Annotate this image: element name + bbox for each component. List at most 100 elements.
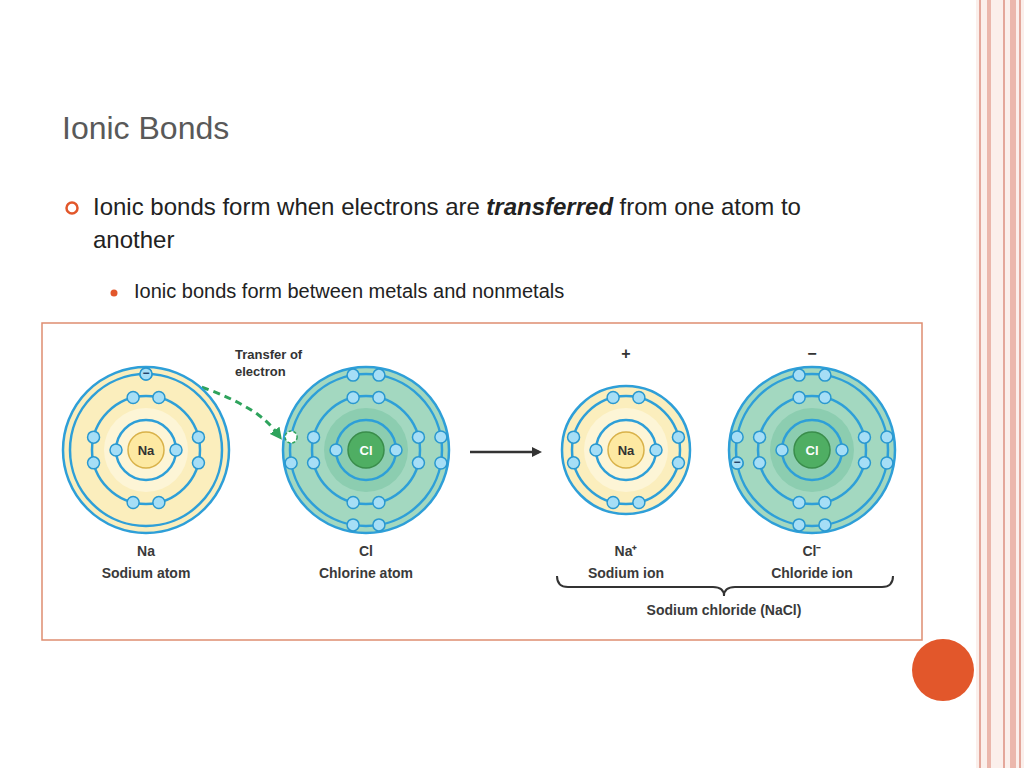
particle-name: Sodium atom: [102, 562, 191, 584]
electron: [347, 369, 359, 381]
electron-shell: [336, 420, 396, 480]
electron: [731, 431, 743, 443]
electron: [308, 431, 320, 443]
particle-name: Sodium ion: [588, 562, 664, 584]
electron: [192, 431, 204, 443]
nucleus-symbol: Na: [138, 444, 155, 457]
nucleus: [348, 432, 384, 468]
electron: [88, 431, 100, 443]
sub-bullet-text: Ionic bonds form between metals and nonm…: [134, 280, 564, 303]
electron: [672, 457, 684, 469]
electron: [308, 457, 320, 469]
electron: [607, 392, 619, 404]
electron: [836, 444, 848, 456]
electron: [373, 369, 385, 381]
electron: [347, 392, 359, 404]
sodium-particle: NaNa⁺Sodium ion: [561, 385, 691, 515]
inner-region: [584, 408, 668, 492]
electron: [170, 444, 182, 456]
electron: [819, 496, 831, 508]
electron-shell: [596, 420, 656, 480]
electron: [373, 392, 385, 404]
electron: [672, 431, 684, 443]
electron-charge: −: [142, 367, 149, 379]
orange-dot: [912, 639, 974, 701]
atom-body: [729, 367, 895, 533]
atom-caption: Na⁺Sodium ion: [588, 540, 664, 584]
atom-caption: NaSodium atom: [102, 540, 191, 584]
electron: [754, 431, 766, 443]
electron: [127, 496, 139, 508]
nucleus: [128, 432, 164, 468]
side-band: [976, 0, 1024, 768]
electron: [412, 431, 424, 443]
nucleus-symbol: Na: [618, 444, 635, 457]
atom-body: [562, 386, 690, 514]
particle-symbol: Na: [102, 540, 191, 562]
electron: [633, 392, 645, 404]
electron: [347, 519, 359, 531]
electron: [568, 457, 580, 469]
electron: [347, 496, 359, 508]
electron: [140, 368, 152, 380]
electron: [858, 457, 870, 469]
side-stripe: [979, 0, 981, 768]
electron-shell: [736, 374, 888, 526]
electron-shell: [70, 374, 222, 526]
inner-region: [770, 408, 854, 492]
inner-region: [324, 408, 408, 492]
electron-shell: [782, 420, 842, 480]
compound-name: Sodium chloride (NaCl): [647, 603, 802, 617]
electron: [373, 496, 385, 508]
electron: [881, 431, 893, 443]
electron: [412, 457, 424, 469]
sodium-particle: NaNaSodium atom: [62, 366, 230, 534]
atom-caption: Cl⁻Chloride ion: [771, 540, 853, 584]
particle-symbol: Cl⁻: [771, 540, 853, 562]
particle-name: Chlorine atom: [319, 562, 413, 584]
electron: [819, 369, 831, 381]
bullet-phrase: Ionic bonds form when electrons are: [93, 193, 480, 220]
inner-region: [104, 408, 188, 492]
electron: [776, 444, 788, 456]
side-stripe: [1019, 0, 1021, 768]
electron: [754, 457, 766, 469]
electron-shell: [290, 374, 442, 526]
electron: [435, 431, 447, 443]
electron-shell: [116, 420, 176, 480]
chlorine-particle: ClClChlorine atom: [282, 366, 450, 534]
electron: [127, 392, 139, 404]
electron: [881, 457, 893, 469]
electron-charge: −: [734, 456, 741, 468]
electron: [285, 457, 297, 469]
electron: [590, 444, 602, 456]
electron: [192, 457, 204, 469]
particle-symbol: Na⁺: [588, 540, 664, 562]
bullet-marker: [67, 203, 78, 214]
electron: [140, 368, 152, 380]
electron-shell: [92, 396, 200, 504]
electron: [633, 496, 645, 508]
electron: [153, 496, 165, 508]
edge-label: Transfer of electron: [235, 346, 317, 380]
charge-sign: −: [807, 346, 816, 362]
slide-title: Ionic Bonds: [62, 110, 229, 147]
electron: [153, 392, 165, 404]
atom-caption: ClChlorine atom: [319, 540, 413, 584]
electron: [793, 392, 805, 404]
atom-body: [63, 367, 229, 533]
atom-body: [283, 367, 449, 533]
electron: [858, 431, 870, 443]
electron: [110, 444, 122, 456]
electron: [607, 496, 619, 508]
electron: [650, 444, 662, 456]
side-stripe: [1003, 0, 1005, 768]
electron: [390, 444, 402, 456]
chlorine-particle: ClCl⁻Chloride ion: [728, 366, 896, 534]
electron: [819, 519, 831, 531]
electron: [793, 519, 805, 531]
electron-shell: [758, 396, 866, 504]
electron: [435, 457, 447, 469]
electron: [819, 392, 831, 404]
electron-shell: [572, 396, 680, 504]
